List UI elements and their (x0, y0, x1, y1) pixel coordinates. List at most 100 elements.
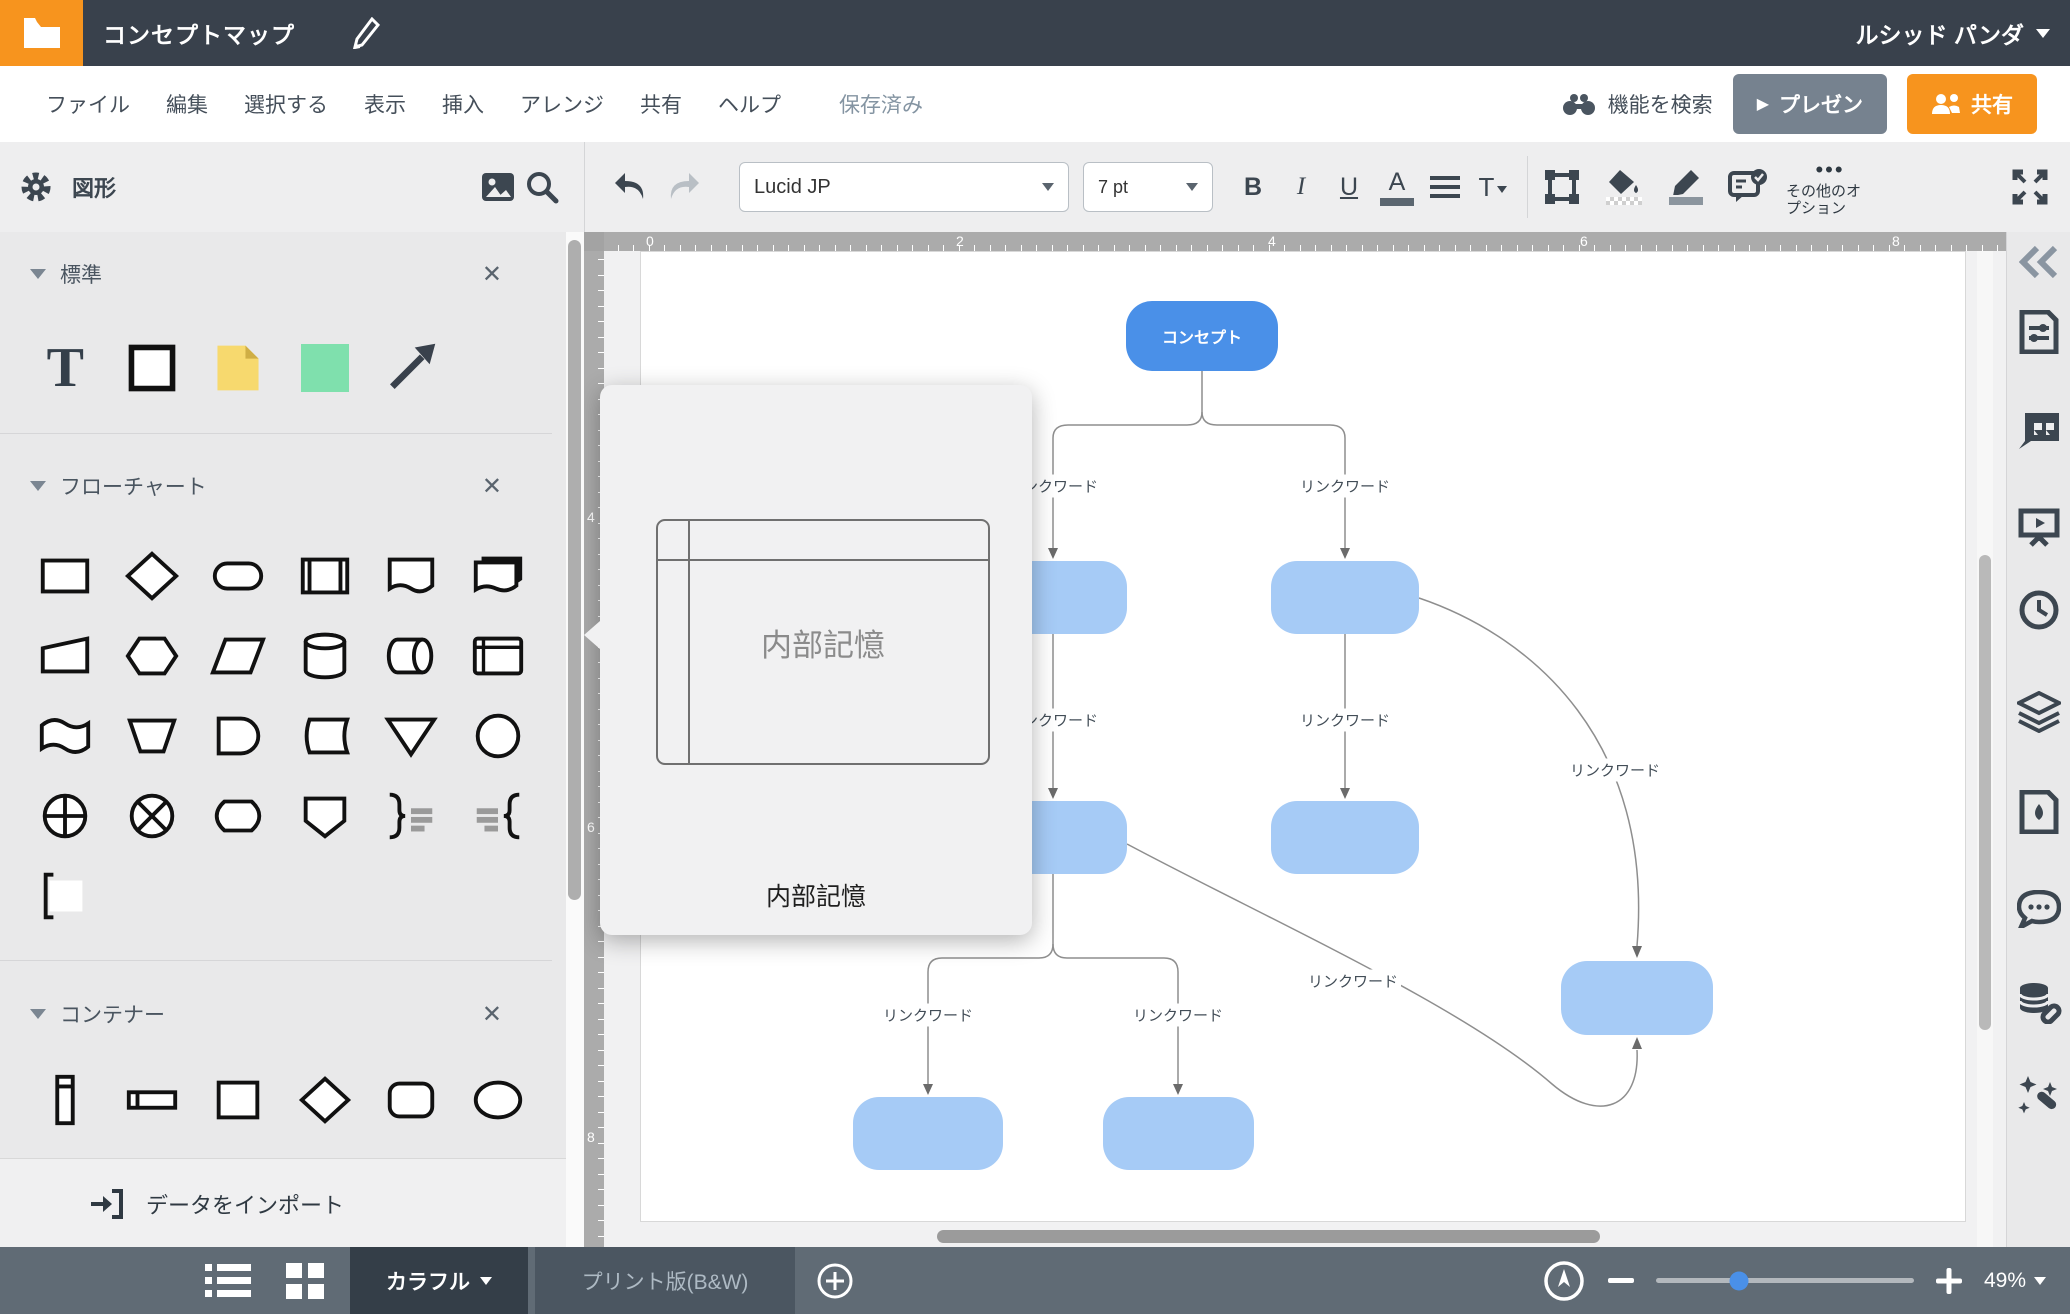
page-grid-icon[interactable] (286, 1263, 324, 1299)
shape-merge[interactable] (368, 696, 455, 776)
notes-quote-icon[interactable] (2017, 411, 2061, 449)
shape-note[interactable] (195, 328, 282, 408)
fill-color-button[interactable] (1600, 160, 1648, 214)
import-data-button[interactable]: データをインポート (0, 1158, 566, 1247)
concept-child-node[interactable] (1561, 961, 1713, 1035)
menu-view[interactable]: 表示 (364, 94, 406, 117)
close-section-icon[interactable]: ✕ (481, 1000, 502, 1028)
insert-image-icon[interactable] (476, 165, 520, 209)
font-size-select[interactable]: 7 pt (1083, 162, 1213, 212)
line-color-button[interactable] (1662, 160, 1710, 214)
menu-insert[interactable]: 挿入 (442, 94, 484, 117)
shape-search-icon[interactable] (520, 165, 564, 209)
font-family-select[interactable]: Lucid JP (739, 162, 1069, 212)
shape-off-page-connector[interactable] (282, 776, 369, 856)
shape-summing-junction[interactable] (22, 776, 109, 856)
shape-brace-right[interactable] (368, 776, 455, 856)
pan-compass-icon[interactable] (1542, 1259, 1586, 1303)
bold-button[interactable]: B (1243, 172, 1263, 201)
menu-edit[interactable]: 編集 (166, 94, 208, 117)
shape-delay[interactable] (195, 696, 282, 776)
shape-brace-left[interactable] (455, 776, 542, 856)
page-settings-icon[interactable] (2019, 310, 2059, 354)
shape-stored-data[interactable] (282, 696, 369, 776)
concept-root-node[interactable]: コンセプト (1126, 301, 1278, 371)
edge-label[interactable]: リンクワード (879, 1003, 977, 1027)
shape-rectangle[interactable] (109, 328, 196, 408)
menu-arrange[interactable]: アレンジ (520, 94, 604, 117)
edge-label[interactable]: リンクワード (1129, 1003, 1227, 1027)
concept-child-node[interactable] (853, 1097, 1003, 1170)
tab-print-view[interactable]: プリント版(B&W) (535, 1247, 795, 1314)
shape-terminator[interactable] (195, 536, 282, 616)
presentation-icon[interactable] (2018, 505, 2060, 547)
shape-connector[interactable] (455, 696, 542, 776)
page-list-icon[interactable] (205, 1264, 251, 1298)
zoom-in-icon[interactable] (1935, 1267, 1962, 1294)
shape-decision[interactable] (109, 536, 196, 616)
more-options-button[interactable]: ••• その他のオプション (1786, 157, 1874, 217)
shape-bracket-left[interactable] (22, 856, 109, 936)
layers-icon[interactable] (2017, 691, 2061, 733)
shape-preparation[interactable] (109, 616, 196, 696)
shape-or[interactable] (109, 776, 196, 856)
shape-predefined-process[interactable] (282, 536, 369, 616)
linked-data-icon[interactable] (2016, 980, 2062, 1024)
shape-colored-square[interactable] (282, 328, 369, 408)
menu-file[interactable]: ファイル (46, 94, 130, 117)
text-color-button[interactable]: A (1373, 160, 1421, 214)
shape-database[interactable] (282, 616, 369, 696)
concept-child-node[interactable] (1271, 561, 1419, 634)
shape-multi-document[interactable] (455, 536, 542, 616)
concept-child-node[interactable] (1271, 801, 1419, 874)
italic-button[interactable]: I (1296, 173, 1306, 200)
shape-diamond-container[interactable] (282, 1060, 369, 1140)
fullscreen-icon[interactable] (2008, 165, 2052, 209)
shape-vertical-container[interactable] (22, 1060, 109, 1140)
collapse-triangle-icon[interactable] (30, 1009, 46, 1019)
shape-direct-access-storage[interactable] (368, 616, 455, 696)
section-flowchart[interactable]: フローチャート ✕ (0, 464, 552, 508)
collapse-triangle-icon[interactable] (30, 269, 46, 279)
align-button[interactable] (1421, 160, 1469, 214)
zoom-slider[interactable] (1655, 1271, 1914, 1290)
rename-pencil-icon[interactable] (352, 17, 382, 49)
zoom-level[interactable]: 49% (1984, 1269, 2046, 1293)
shape-internal-storage[interactable] (455, 616, 542, 696)
section-container[interactable]: コンテナー ✕ (0, 992, 552, 1036)
shape-manual-input[interactable] (22, 616, 109, 696)
close-section-icon[interactable]: ✕ (481, 472, 502, 500)
underline-button[interactable]: U (1339, 172, 1359, 201)
menu-share[interactable]: 共有 (640, 94, 682, 117)
panel-scrollbar[interactable] (566, 232, 584, 1247)
add-page-icon[interactable] (815, 1261, 855, 1301)
shape-manual-operation[interactable] (109, 696, 196, 776)
shape-settings-gear-icon[interactable] (14, 165, 58, 209)
shape-document[interactable] (368, 536, 455, 616)
vertical-scrollbar[interactable] (1977, 251, 1993, 1247)
text-options-button[interactable]: T (1469, 160, 1517, 214)
shape-arrow[interactable] (368, 328, 455, 408)
theme-style-icon[interactable] (2019, 790, 2059, 834)
zoom-slider-thumb[interactable] (1729, 1271, 1749, 1290)
menu-select[interactable]: 選択する (244, 94, 328, 117)
user-menu[interactable]: ルシッド パンダ (1855, 0, 2050, 66)
close-section-icon[interactable]: ✕ (481, 260, 502, 288)
undo-button[interactable] (611, 171, 649, 203)
shape-ellipse-container[interactable] (455, 1060, 542, 1140)
edge-label[interactable]: リンクワード (1296, 708, 1394, 732)
share-button[interactable]: 共有 (1907, 74, 2037, 134)
section-standard[interactable]: 標準 ✕ (0, 252, 552, 296)
edge-label[interactable]: リンクワード (1304, 969, 1402, 993)
shape-data[interactable] (195, 616, 282, 696)
shape-outline-button[interactable] (1538, 160, 1586, 214)
chat-icon[interactable] (2017, 890, 2061, 928)
redo-button[interactable] (665, 171, 703, 203)
shape-process[interactable] (22, 536, 109, 616)
shape-text[interactable]: T (46, 337, 84, 399)
shape-rounded-container[interactable] (368, 1060, 455, 1140)
tab-colorful-view[interactable]: カラフル (350, 1247, 528, 1314)
comment-button[interactable] (1724, 160, 1772, 214)
horizontal-scrollbar[interactable] (937, 1230, 1600, 1243)
vertical-scrollbar-thumb[interactable] (1979, 555, 1991, 1030)
